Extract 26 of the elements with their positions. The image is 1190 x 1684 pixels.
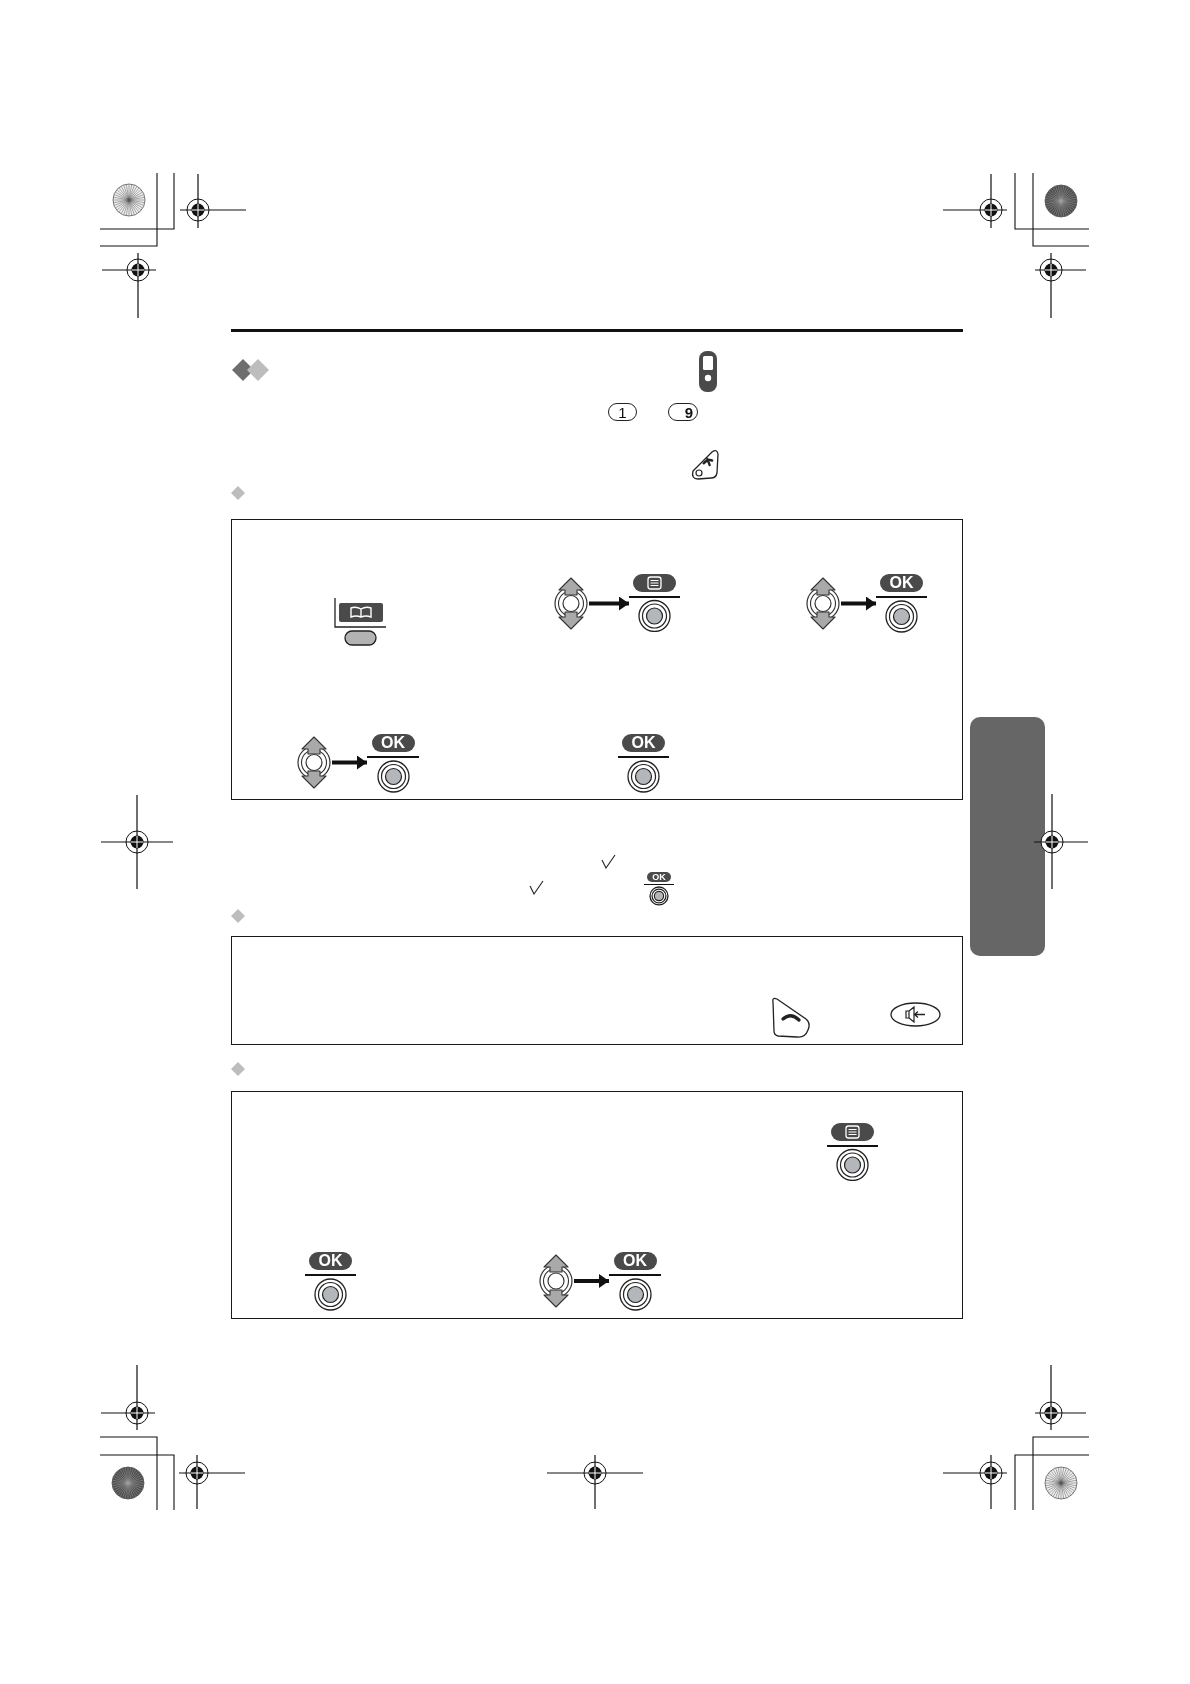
keypad-key: 1 bbox=[608, 403, 637, 421]
arrow bbox=[574, 1274, 609, 1288]
key-label: OK bbox=[309, 1252, 352, 1270]
speaker-key-icon bbox=[890, 1002, 941, 1027]
step-panel bbox=[231, 1091, 963, 1319]
step-panel bbox=[231, 519, 963, 800]
menu-key-icon bbox=[629, 574, 680, 632]
navigator-key-icon bbox=[538, 1254, 574, 1308]
key-label: OK bbox=[647, 872, 671, 882]
navigator-key-icon bbox=[296, 736, 332, 789]
end-call-key-icon bbox=[690, 449, 720, 480]
key-label: OK bbox=[880, 574, 923, 592]
arrow bbox=[589, 596, 629, 611]
arrow bbox=[332, 755, 367, 770]
navigator-key-icon bbox=[553, 577, 589, 630]
key-label: OK bbox=[613, 1252, 657, 1270]
phonebook-key-icon bbox=[334, 598, 386, 646]
side-tab bbox=[970, 717, 1045, 956]
key-label: OK bbox=[371, 734, 415, 752]
talk-key-icon bbox=[769, 997, 811, 1039]
step-panel bbox=[231, 936, 963, 1045]
key-label: OK bbox=[622, 734, 665, 752]
arrow bbox=[841, 596, 876, 611]
menu-key-icon bbox=[827, 1123, 878, 1181]
keypad-key: 9 bbox=[668, 403, 698, 421]
navigator-key-icon bbox=[805, 577, 841, 630]
